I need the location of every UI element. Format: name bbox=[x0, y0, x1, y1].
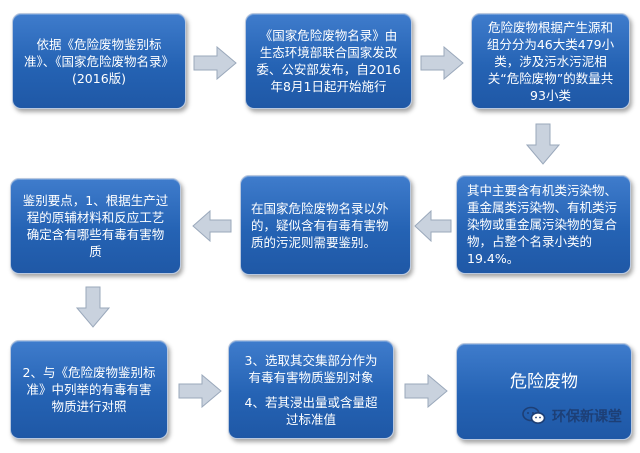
box-steps-text-2: 4、若其浸出量或含量超过标准值 bbox=[244, 394, 378, 427]
box-pollutant-types: 其中主要含有机类污染物、重金属类污染物、有机类污染物或重金属污染物的复合物，占整… bbox=[456, 175, 631, 274]
box-classification: 危险废物根据产生源和组分分为46大类479小类，涉及污水污泥相关“危险废物”的数… bbox=[471, 13, 630, 109]
watermark-text: 环保新课堂 bbox=[552, 409, 622, 425]
arrow-left-2 bbox=[192, 210, 232, 242]
box-steps: 3、选取其交集部分作为有毒有害物质鉴别对象 4、若其浸出量或含量超过标准值 bbox=[228, 340, 394, 439]
arrow-down-2 bbox=[76, 286, 110, 328]
box-steps-text-1: 3、选取其交集部分作为有毒有害物质鉴别对象 bbox=[244, 352, 378, 385]
watermark: 环保新课堂 bbox=[522, 406, 622, 426]
box-outside-catalog: 在国家危险废物名录以外的，疑似含有有毒有害物质的污泥则需要鉴别。 bbox=[240, 175, 411, 275]
box-compare-text: 2、与《危险废物鉴别标准》中列举的有毒有害物质进行对照 bbox=[22, 365, 156, 414]
arrow-right-3 bbox=[178, 374, 222, 408]
box-catalog-release-text: 《国家危险废物名录》由生态环境部联合国家发改委、公安部发布，自2016年8月1日… bbox=[256, 28, 401, 94]
box-catalog-release: 《国家危险废物名录》由生态环境部联合国家发改委、公安部发布，自2016年8月1日… bbox=[245, 13, 412, 109]
arrow-down-1 bbox=[526, 123, 560, 165]
box-identification-points: 鉴别要点，1、根据生产过程的原辅材料和反应工艺确定含有哪些有毒有害物质 bbox=[10, 178, 181, 274]
box-pollutant-types-text: 其中主要含有机类污染物、重金属类污染物、有机类污染物或重金属污染物的复合物，占整… bbox=[467, 183, 618, 266]
box-hazardous-waste: 危险废物 bbox=[456, 343, 632, 440]
box-basis-text: 依据《危险废物鉴别标准》、《国家危险废物名录》(2016版) bbox=[23, 36, 174, 86]
box-hazardous-waste-text: 危险废物 bbox=[510, 372, 578, 392]
box-classification-text: 危险废物根据产生源和组分分为46大类479小类，涉及污水污泥相关“危险废物”的数… bbox=[486, 19, 615, 103]
arrow-right-1 bbox=[193, 46, 237, 80]
arrow-right-2 bbox=[420, 46, 464, 80]
arrow-right-4 bbox=[404, 374, 448, 408]
box-compare: 2、与《危险废物鉴别标准》中列举的有毒有害物质进行对照 bbox=[10, 340, 168, 439]
box-outside-catalog-text: 在国家危险废物名录以外的，疑似含有有毒有害物质的污泥则需要鉴别。 bbox=[251, 200, 389, 250]
box-identification-points-text: 鉴别要点，1、根据生产过程的原辅材料和反应工艺确定含有哪些有毒有害物质 bbox=[22, 193, 169, 259]
wechat-icon bbox=[522, 406, 546, 424]
arrow-left-1 bbox=[414, 210, 452, 242]
box-basis: 依据《危险废物鉴别标准》、《国家危险废物名录》(2016版) bbox=[12, 13, 186, 109]
